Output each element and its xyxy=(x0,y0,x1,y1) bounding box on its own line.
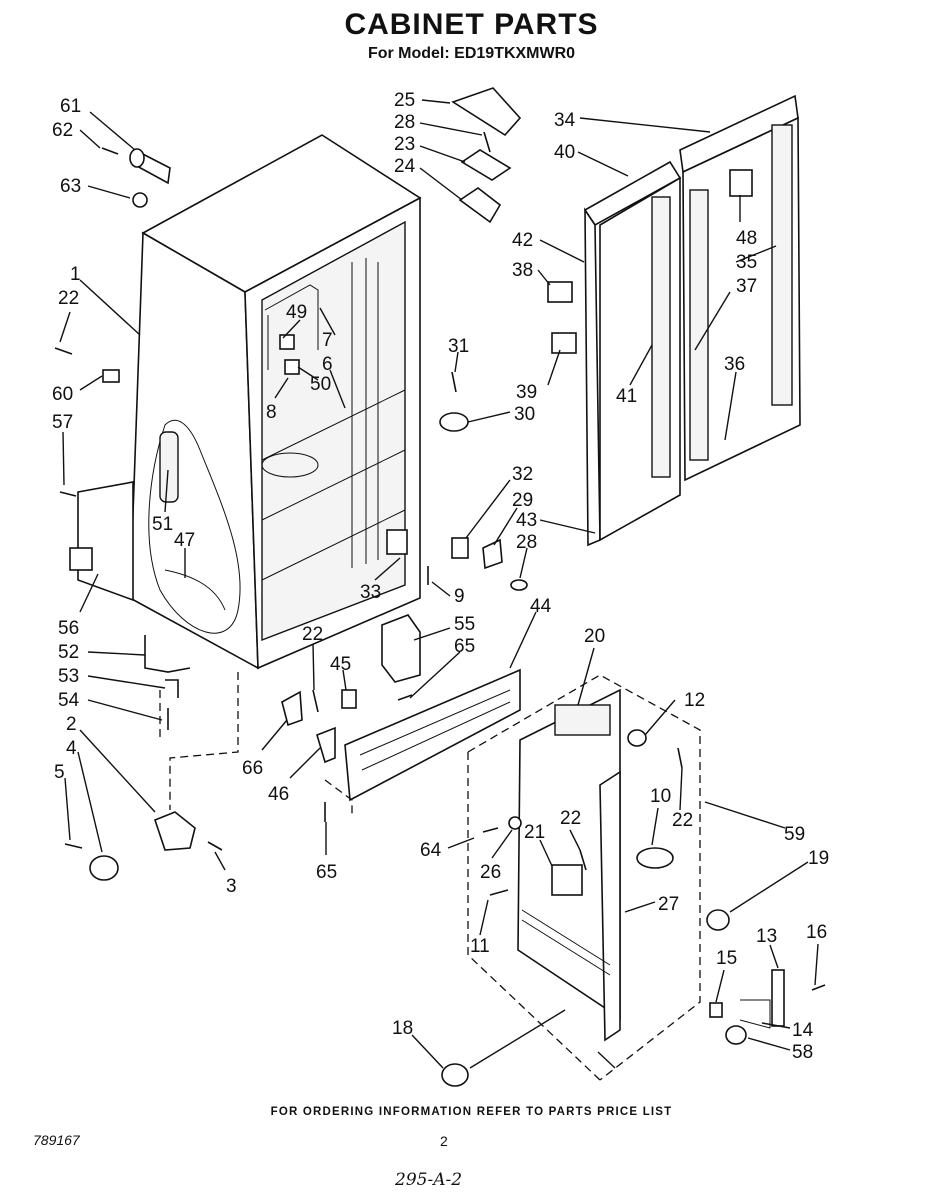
callout-15: 15 xyxy=(716,948,737,969)
callout-45: 45 xyxy=(330,654,351,675)
callout-33: 33 xyxy=(360,582,381,603)
callout-21: 21 xyxy=(524,822,545,843)
callout-28-top: 28 xyxy=(394,112,415,133)
callout-2: 2 xyxy=(66,714,77,735)
callout-22-right: 22 xyxy=(672,810,693,831)
callout-24: 24 xyxy=(394,156,416,177)
callout-leaders xyxy=(59,99,819,1069)
model-subtitle: For Model: ED19TKXMWR0 xyxy=(367,45,576,62)
callout-14: 14 xyxy=(792,1020,814,1041)
callout-55: 55 xyxy=(454,614,475,635)
callout-41: 41 xyxy=(616,386,637,407)
callout-64: 64 xyxy=(420,840,442,861)
top-hinge-parts xyxy=(451,87,522,224)
page-title: CABINET PARTS xyxy=(344,8,599,41)
callout-12: 12 xyxy=(684,690,705,711)
callout-39: 39 xyxy=(516,382,537,403)
callout-62: 62 xyxy=(52,120,73,141)
freezer-door-assembly xyxy=(441,674,826,1087)
callout-54: 54 xyxy=(58,690,80,711)
callout-56: 56 xyxy=(58,618,79,639)
callout-53: 53 xyxy=(58,666,79,687)
callout-60: 60 xyxy=(52,384,73,405)
callout-22-mid: 22 xyxy=(302,624,323,645)
callout-3: 3 xyxy=(226,876,237,897)
document-number: 789167 xyxy=(33,1132,80,1148)
callout-40: 40 xyxy=(554,142,575,163)
callout-63: 63 xyxy=(60,176,81,197)
callout-38: 38 xyxy=(512,260,533,281)
callout-27: 27 xyxy=(658,894,679,915)
callout-31: 31 xyxy=(448,336,469,357)
callout-13: 13 xyxy=(756,926,777,947)
ordering-note: FOR ORDERING INFORMATION REFER TO PARTS … xyxy=(270,1106,673,1118)
callout-42: 42 xyxy=(512,230,533,251)
callout-35: 35 xyxy=(736,252,757,273)
callout-47: 47 xyxy=(174,530,195,551)
callout-11: 11 xyxy=(470,936,490,957)
callout-20: 20 xyxy=(584,626,605,647)
callout-48: 48 xyxy=(736,228,757,249)
callout-36: 36 xyxy=(724,354,745,375)
door-panels xyxy=(547,94,801,547)
callout-50: 50 xyxy=(310,374,331,395)
callout-19: 19 xyxy=(808,848,829,869)
callout-9: 9 xyxy=(454,586,465,607)
callout-59: 59 xyxy=(784,824,805,845)
callout-5: 5 xyxy=(54,762,65,783)
callout-labels: 61 62 63 1 22 60 57 56 52 53 54 2 4 5 3 … xyxy=(52,90,829,1063)
callout-32: 32 xyxy=(512,464,533,485)
callout-65-upper: 65 xyxy=(454,636,475,657)
cabinet-small-parts xyxy=(54,147,408,881)
callout-37: 37 xyxy=(736,276,757,297)
callout-34: 34 xyxy=(554,110,576,131)
callout-49: 49 xyxy=(286,302,307,323)
callout-61: 61 xyxy=(60,96,81,117)
callout-46: 46 xyxy=(268,784,289,805)
callout-29: 29 xyxy=(512,490,533,511)
callout-8: 8 xyxy=(266,402,277,423)
callout-25: 25 xyxy=(394,90,415,111)
callout-43: 43 xyxy=(516,510,537,531)
page-number: 2 xyxy=(440,1133,448,1149)
callout-22: 22 xyxy=(58,288,79,309)
callout-4: 4 xyxy=(66,738,77,759)
callout-65-lower: 65 xyxy=(316,862,337,883)
callout-10: 10 xyxy=(650,786,671,807)
callout-6: 6 xyxy=(322,354,333,375)
callout-51: 51 xyxy=(152,514,173,535)
callout-7: 7 xyxy=(322,330,333,351)
callout-1: 1 xyxy=(70,264,81,285)
callout-52: 52 xyxy=(58,642,79,663)
callout-18: 18 xyxy=(392,1018,413,1039)
callout-22-box: 22 xyxy=(560,808,581,829)
callout-16: 16 xyxy=(806,922,827,943)
callout-30: 30 xyxy=(514,404,535,425)
callout-28-mid: 28 xyxy=(516,532,537,553)
handwritten-code: 295-A-2 xyxy=(395,1170,463,1190)
guide-lines xyxy=(159,672,353,815)
callout-23: 23 xyxy=(394,134,415,155)
callout-44: 44 xyxy=(530,596,552,617)
cabinet-body xyxy=(129,134,422,670)
callout-57: 57 xyxy=(52,412,73,433)
callout-66: 66 xyxy=(242,758,263,779)
callout-26: 26 xyxy=(480,862,501,883)
callout-58: 58 xyxy=(792,1042,813,1063)
